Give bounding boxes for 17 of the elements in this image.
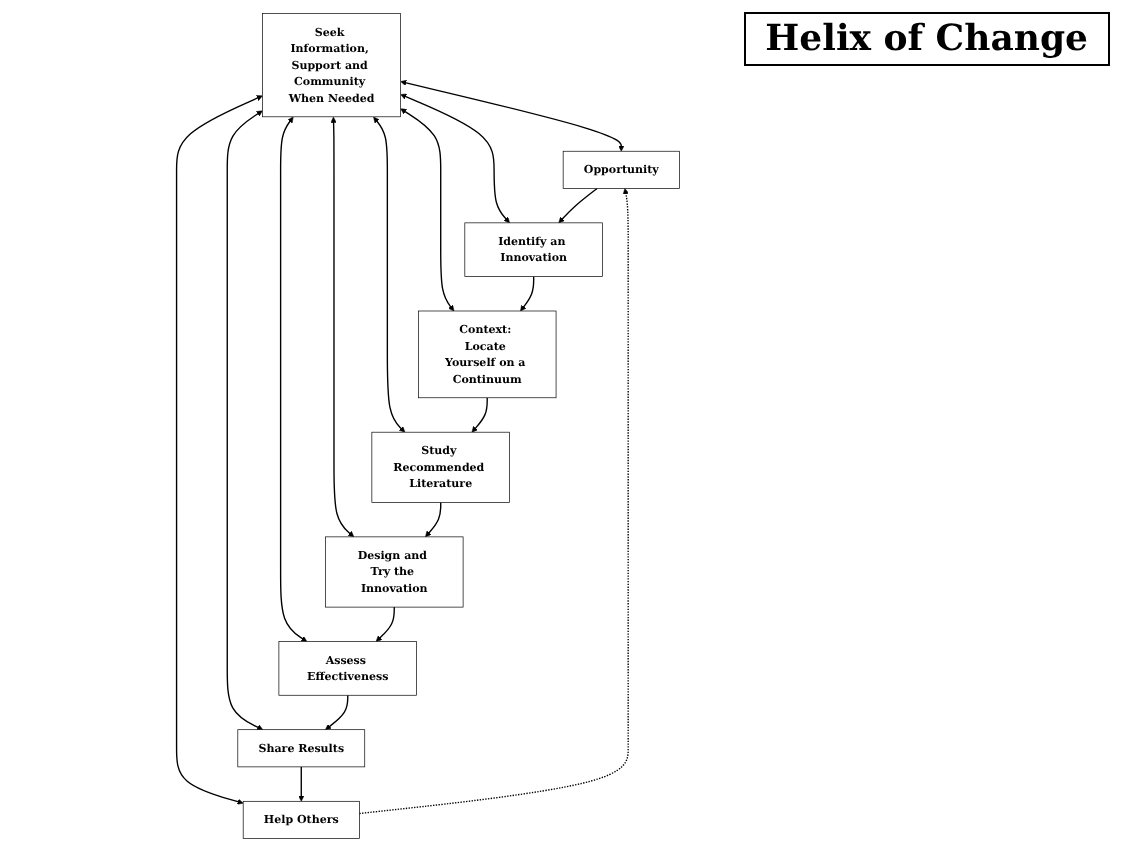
arrow [400,93,510,224]
arrow [520,275,535,312]
arrow [400,108,455,312]
arrow [471,397,488,433]
arrow [330,116,355,538]
arrow [279,116,308,642]
arrow [425,501,442,538]
arrow [226,110,264,731]
arrow [325,694,349,730]
arrow [375,606,395,642]
arrow [558,187,598,224]
arrow [373,116,406,433]
arrow [298,766,305,802]
arrow [400,79,625,152]
arrow [358,188,629,815]
arrow [175,95,263,805]
title: Helix of Change [743,12,1110,66]
